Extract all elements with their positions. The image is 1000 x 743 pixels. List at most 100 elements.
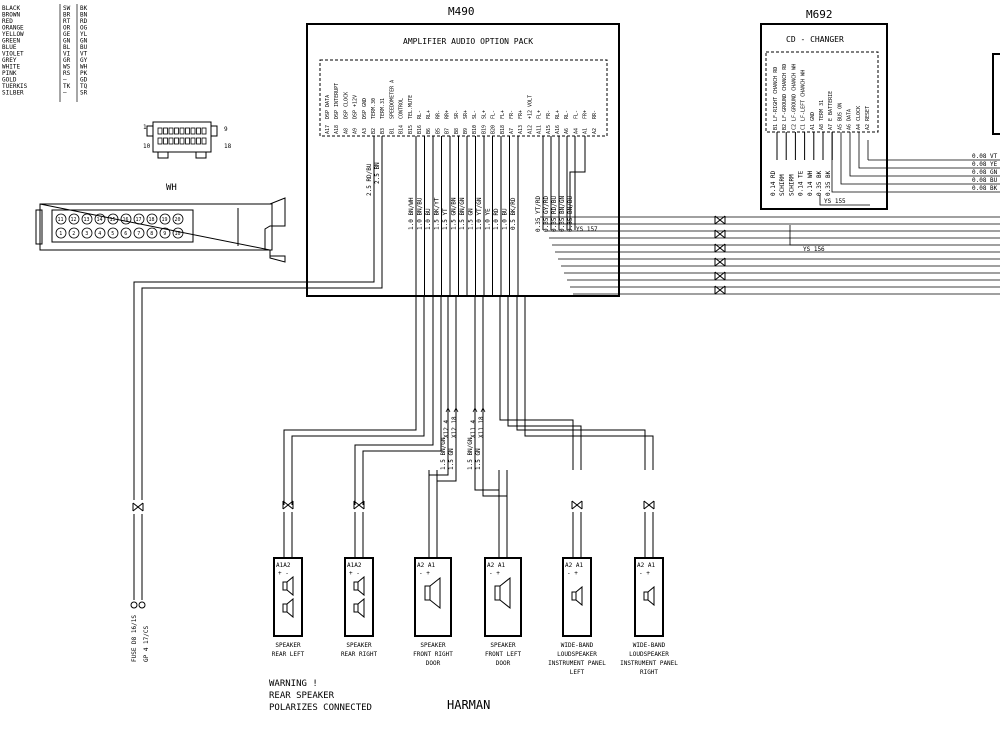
legend-code-en: SR bbox=[80, 90, 88, 97]
m490-wire-label: 1.0 BN/WH bbox=[408, 197, 415, 230]
wh-pin bbox=[172, 227, 184, 239]
legend-name: VIOLET bbox=[2, 51, 24, 58]
m490-pin-name: DSP CLOCK bbox=[343, 92, 349, 119]
speaker-label: REAR RIGHT bbox=[341, 651, 378, 658]
legend-code-de: GR bbox=[63, 57, 71, 64]
splice-ys156: YS 156 bbox=[803, 246, 825, 253]
wh-pin-number: 20 bbox=[175, 217, 181, 223]
speaker-label: SPEAKER bbox=[420, 642, 446, 649]
legend-name: BLACK bbox=[2, 5, 20, 12]
legend-name: TUERKIS bbox=[2, 83, 28, 90]
m490-pin-number: A15 bbox=[546, 125, 552, 134]
m490-wire-label: 0.35 BN/GN bbox=[559, 195, 566, 232]
speaker-polarity: - + bbox=[639, 570, 650, 577]
m490-pin-name: SPEEDOMETER A bbox=[389, 80, 395, 119]
m490-pin-number: A3 bbox=[362, 128, 368, 134]
edge-wire-label: 0.08 VT bbox=[972, 153, 998, 160]
m692-pin: A4 CLOCK bbox=[856, 106, 862, 130]
wh-pin bbox=[55, 213, 67, 225]
legend-code-de: GE bbox=[63, 31, 71, 38]
speaker-feed-wire-label: 1.5 GN bbox=[475, 448, 482, 470]
m490-pin-name: DSP GND bbox=[362, 98, 368, 119]
speaker-pins: A1A2 bbox=[276, 562, 291, 569]
wh-pin-number: 4 bbox=[98, 231, 101, 237]
m490-pin-name: CONTROL bbox=[399, 98, 405, 119]
m692-pin: A2 RESET bbox=[865, 106, 871, 130]
m490-wire-label: 2.5 RD/BU bbox=[366, 163, 373, 196]
m692-pin: C2 LF-GROUND CHANCH WH bbox=[791, 64, 797, 130]
legend-code-de: — bbox=[63, 77, 67, 84]
m490-pin-number: A11 bbox=[537, 125, 543, 134]
small-pin bbox=[196, 137, 201, 145]
m490-pin-number: A2 bbox=[592, 128, 598, 134]
speaker-label: LEFT bbox=[570, 669, 585, 676]
m490-wire-label: 0.35 YT/RD bbox=[535, 195, 542, 232]
legend-code-en: OG bbox=[80, 25, 88, 32]
speaker-feed-wire-label: 1.5 BN/GN bbox=[467, 437, 474, 470]
m490-pin-name: RL+ bbox=[555, 110, 561, 119]
speaker-polarity: - + bbox=[489, 570, 500, 577]
speaker-box bbox=[562, 557, 592, 637]
wh-pin bbox=[107, 213, 119, 225]
m490-pin-number: B5 bbox=[435, 128, 441, 134]
wh-pin bbox=[159, 213, 171, 225]
m490-pin-number: B18 bbox=[500, 125, 506, 134]
m490-pin-number: B9 bbox=[463, 128, 469, 134]
m692-title: CD - CHANGER bbox=[786, 35, 844, 44]
speaker-label: WIDE-BAND bbox=[561, 642, 594, 649]
speaker-icon bbox=[643, 585, 655, 607]
m490-pin-name: RR+ bbox=[445, 110, 451, 119]
m490-pin-number: B19 bbox=[481, 125, 487, 134]
m490-wire-label: 1.5 GN bbox=[468, 208, 475, 230]
speaker-icon bbox=[424, 576, 441, 610]
m692-wire-label: 0.14 RD bbox=[770, 170, 777, 196]
m490-pin-name: FL+ bbox=[500, 110, 506, 119]
speaker-label: LOUDSPEAKER bbox=[629, 651, 669, 658]
wh-pin-number: 11 bbox=[58, 217, 64, 223]
m490-pin-number: B14 bbox=[399, 125, 405, 134]
m490-wire-label: 1.0 YE bbox=[485, 208, 492, 230]
legend-code-de: BL bbox=[63, 44, 71, 51]
small-pin bbox=[190, 127, 196, 135]
small-connector: 1 9 10 18 bbox=[143, 121, 232, 159]
m490-wire-label: 1.0 RD bbox=[493, 208, 500, 230]
small-pin bbox=[201, 137, 207, 145]
m490-pin-name: RL- bbox=[417, 110, 423, 119]
m490-pin-name: DSP DATA bbox=[325, 95, 331, 119]
speaker-polarity: + - bbox=[349, 570, 360, 577]
right-edge-wires: 0.08 VT0.08 YE0.08 GN0.08 BU0.08 BK bbox=[972, 153, 998, 192]
edge-wire-label: 0.08 BU bbox=[972, 177, 998, 184]
legend-code-en: YL bbox=[80, 31, 88, 38]
speaker-feed-wire-label: 1.5 GN bbox=[448, 448, 455, 470]
wh-pin-number: 3 bbox=[85, 231, 88, 237]
m692-pin: A6 DATA bbox=[847, 109, 853, 130]
m490-pin-name: FR- bbox=[509, 110, 515, 119]
speaker-box bbox=[484, 557, 522, 637]
m490-pin-name: FL- bbox=[491, 110, 497, 119]
speaker-label: RIGHT bbox=[640, 669, 658, 676]
m490-pin-number: B2 bbox=[371, 128, 377, 134]
speaker-label: SPEAKER bbox=[275, 642, 301, 649]
wh-pin-number: 18 bbox=[149, 217, 155, 223]
m490-pin-number: B8 bbox=[454, 128, 460, 134]
legend-code-de: OR bbox=[63, 25, 71, 32]
legend-name: GREY bbox=[2, 57, 17, 64]
m490-pin-number: A1 bbox=[583, 128, 589, 134]
m490-pin-number: B3 bbox=[380, 128, 386, 134]
legend-code-en: BK bbox=[80, 5, 88, 12]
speaker-icon bbox=[282, 597, 294, 619]
wh-pin-number: 17 bbox=[136, 217, 142, 223]
legend-name: GOLD bbox=[2, 77, 17, 84]
x-splice-label: X11 4 bbox=[470, 420, 477, 438]
m490-pin-number: A7 bbox=[509, 128, 515, 134]
m490-wire-label: 1.5 GN/BN bbox=[451, 197, 458, 230]
speaker-box bbox=[344, 557, 374, 637]
m490-pin-name: FR- bbox=[546, 110, 552, 119]
wh-pin bbox=[68, 227, 80, 239]
wh-pin-number: 14 bbox=[97, 217, 103, 223]
wh-pin bbox=[120, 227, 132, 239]
warning-note: WARNING ! REAR SPEAKER POLARIZES CONNECT… bbox=[269, 679, 372, 713]
small-pin bbox=[174, 137, 179, 145]
m490-pin-number: A16 bbox=[555, 125, 561, 134]
